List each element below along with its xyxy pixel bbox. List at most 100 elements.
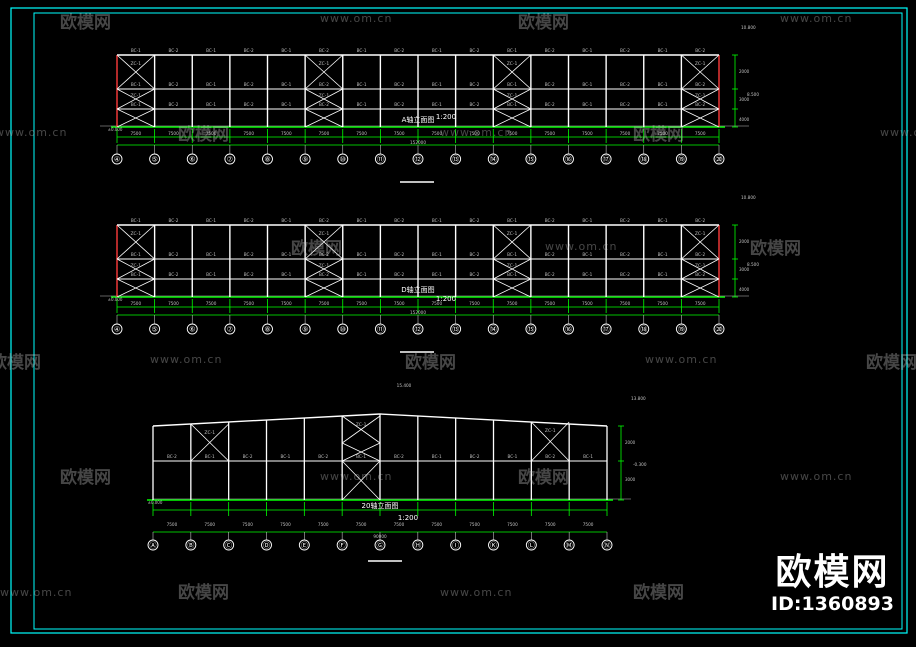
axis-bubble [525, 323, 537, 335]
bay-dimension: 7500 [394, 301, 405, 306]
brand-id: ID:1360893 [771, 593, 894, 615]
axis-label: Ⓜ [566, 542, 573, 550]
axis-bubble [601, 539, 613, 551]
beam-tag: BC-2 [620, 48, 630, 53]
beam-tag: BC-1 [131, 102, 141, 107]
axis-label: ⑧ [264, 326, 270, 334]
x-brace [681, 224, 720, 260]
beam-tag: BC-1 [131, 48, 141, 53]
beam-tag: BC-1 [206, 82, 216, 87]
axis-bubble [224, 323, 236, 335]
x-brace [304, 278, 343, 298]
beam-tag: BC-1 [357, 218, 367, 223]
axis-bubble [412, 539, 424, 551]
beam-tag: BC-1 [205, 454, 215, 459]
watermark-logo: 欧模网 [405, 353, 456, 373]
axis-bubble [185, 539, 197, 551]
axis-label: Ⓛ [528, 542, 535, 550]
vertical-dimension: 4000 [739, 117, 750, 122]
elevation-mark-top: 13.800 [631, 396, 646, 401]
watermark-logo: 欧模网 [60, 468, 111, 488]
x-brace [304, 88, 343, 110]
beam-tag: BC-1 [658, 102, 668, 107]
axis-label: ⑤ [151, 326, 157, 334]
watermark-logo: 欧模网 [178, 125, 229, 145]
axis-label: Ⓗ [414, 542, 421, 550]
axis-label: Ⓖ [377, 542, 384, 550]
elevation-title: D轴立面图 [401, 285, 434, 294]
bay-dimension: 7500 [695, 131, 706, 136]
vertical-dimension: 2000 [625, 440, 636, 445]
beam-tag: BC-2 [168, 48, 178, 53]
vertical-dimension: 3000 [739, 267, 750, 272]
axis-bubble [638, 153, 650, 165]
x-brace [116, 108, 155, 128]
axis-label: ⑮ [527, 326, 534, 334]
axis-bubble [563, 153, 574, 165]
axis-bubble [261, 539, 272, 551]
axis-bubble [713, 153, 725, 165]
axis-bubble [638, 323, 650, 335]
axis-bubble [675, 153, 687, 165]
top-elevation-mark: 15.400 [397, 383, 412, 388]
x-brace [681, 258, 720, 280]
bay-dimension: 7500 [243, 131, 254, 136]
axis-label: Ⓕ [339, 542, 346, 550]
watermark-url: www.om.cn [0, 586, 73, 599]
vertical-dimension: 2000 [739, 239, 750, 244]
beam-tag: BC-2 [545, 218, 555, 223]
bay-dimension: 7500 [242, 522, 253, 527]
bay-dimension: 7500 [130, 131, 141, 136]
beam-tag: BC-1 [582, 218, 592, 223]
beam-tag: BC-1 [582, 82, 592, 87]
watermark-url: www.om.cn [150, 353, 223, 366]
beam-tag: BC-2 [545, 272, 555, 277]
beam-tag: BC-1 [582, 48, 592, 53]
bay-dimension: 7500 [356, 522, 367, 527]
axis-label: ⑭ [490, 156, 497, 164]
axis-bubble [563, 539, 575, 551]
watermark-url: www.om.cn [880, 126, 916, 139]
beam-tag: BC-1 [432, 82, 442, 87]
bay-dimension: 7500 [695, 301, 706, 306]
beam-tag: BC-2 [394, 218, 404, 223]
axis-bubble [412, 323, 424, 335]
beam-tag: BC-1 [583, 454, 593, 459]
beam-tag: BC-2 [394, 48, 404, 53]
beam-tag: BC-1 [281, 48, 291, 53]
watermark-logo: 欧模网 [518, 13, 569, 33]
beam-tag: BC-2 [168, 102, 178, 107]
brace-tag: ZC-1 [130, 231, 141, 237]
elevation-scale: 1:200 [398, 514, 418, 522]
bay-dimension: 7500 [319, 131, 330, 136]
beam-tag: BC-1 [432, 272, 442, 277]
beam-tag: BC-1 [432, 48, 442, 53]
beam-tag: BC-1 [432, 454, 442, 459]
axis-label: ⑰ [603, 156, 610, 164]
beam-tag: BC-2 [695, 48, 705, 53]
brace-tag: ZC-1 [319, 93, 330, 99]
x-brace [341, 442, 381, 462]
x-brace [493, 278, 532, 298]
bay-dimension: 7500 [431, 522, 442, 527]
vertical-dimension: 3000 [739, 97, 750, 102]
axis-bubble [450, 539, 462, 551]
elevation-scale: 1:200 [436, 113, 456, 121]
brace-tag: ZC-1 [695, 93, 706, 99]
bay-dimension: 7500 [469, 301, 480, 306]
beam-tag: BC-2 [545, 102, 555, 107]
beam-tag: BC-1 [206, 102, 216, 107]
beam-tag: BC-2 [244, 272, 254, 277]
axis-label: ④ [114, 156, 120, 164]
x-brace [116, 278, 155, 298]
axis-label: Ⓚ [490, 542, 497, 550]
x-brace [304, 54, 344, 90]
bay-dimension: 7500 [356, 301, 367, 306]
elevation-mark-mid: -0.300 [633, 462, 647, 467]
axis-label: ④ [114, 326, 120, 334]
beam-tag: BC-2 [319, 218, 329, 223]
bay-dimension: 7500 [394, 131, 405, 136]
axis-bubble [600, 153, 612, 165]
brace-tag: ZC-1 [695, 231, 706, 237]
axis-bubble [600, 323, 612, 335]
